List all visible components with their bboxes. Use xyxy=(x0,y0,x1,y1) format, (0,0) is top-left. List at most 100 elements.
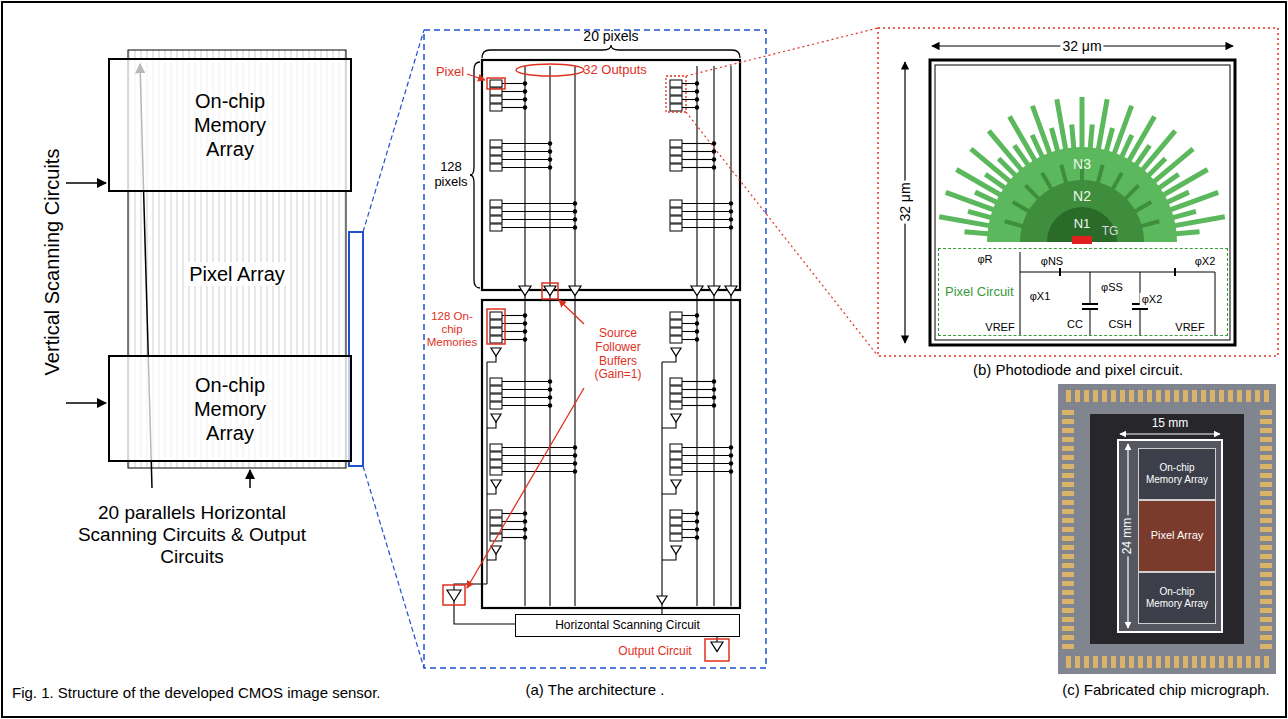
pixel-outline xyxy=(935,65,1230,340)
chip-memory-region: On-chip Memory Array xyxy=(1138,448,1216,500)
wire xyxy=(487,488,496,494)
bond-pad xyxy=(1062,419,1074,424)
junction-dot xyxy=(729,445,733,449)
cell xyxy=(490,386,502,393)
junction-dot xyxy=(729,461,733,465)
bond-pad xyxy=(1120,656,1125,668)
cell xyxy=(490,328,502,335)
bond-pad xyxy=(1062,500,1074,505)
cell xyxy=(490,320,502,327)
node-text: Pixel Array xyxy=(186,262,288,286)
bond-pad xyxy=(1228,390,1233,402)
wire xyxy=(1215,272,1216,336)
junction-dot xyxy=(712,403,716,407)
bond-pad xyxy=(1192,656,1197,668)
wire xyxy=(682,203,731,204)
wire xyxy=(1020,252,1021,336)
bond-pad xyxy=(1147,656,1152,668)
bond-pad xyxy=(1210,656,1215,668)
zoom-frame xyxy=(878,28,1278,356)
dimension-label: 24 mm xyxy=(1121,516,1135,557)
bond-pad xyxy=(1062,509,1074,514)
bond-pad xyxy=(1102,390,1107,402)
node-text: Pixel Circuit xyxy=(945,284,1014,300)
zoom-line xyxy=(363,30,424,232)
cell xyxy=(670,80,682,87)
wire xyxy=(1090,309,1091,336)
bond-pad xyxy=(1246,656,1251,668)
bond-pad xyxy=(1260,617,1272,622)
buffer-symbol xyxy=(671,480,681,488)
cell xyxy=(670,510,682,517)
cell xyxy=(670,312,682,319)
node-text: On-chip Memory Array xyxy=(170,373,290,445)
cell xyxy=(670,402,682,409)
bond-pad xyxy=(1062,617,1074,622)
pixel-outline xyxy=(930,60,1235,345)
signal-name: φSS xyxy=(1099,281,1125,294)
bond-pad xyxy=(1260,635,1272,640)
wire xyxy=(682,227,731,228)
bond-pad xyxy=(1062,545,1074,550)
junction-dot xyxy=(695,329,699,333)
zoom-line xyxy=(363,466,424,668)
buffer-symbol xyxy=(657,596,667,604)
cell xyxy=(670,328,682,335)
pixel-schematic xyxy=(1020,252,1215,336)
bond-pad xyxy=(1260,446,1272,451)
wire xyxy=(1090,272,1091,304)
junction-dot xyxy=(573,225,577,229)
junction-dot xyxy=(573,217,577,221)
cell xyxy=(490,518,502,525)
bus-line xyxy=(486,362,487,584)
wire xyxy=(502,447,575,448)
leader-arrow xyxy=(66,182,106,184)
wire xyxy=(682,455,731,456)
signal-name: VREF xyxy=(983,321,1016,334)
junction-dot xyxy=(548,165,552,169)
figure-caption: Fig. 1. Structure of the developed CMOS … xyxy=(12,684,381,701)
bond-pad xyxy=(1260,527,1272,532)
junction-dot xyxy=(523,313,527,317)
buffer-symbol xyxy=(447,590,461,601)
signal-name: φR xyxy=(975,253,994,266)
bus-line xyxy=(661,362,662,596)
bond-pad xyxy=(1260,473,1272,478)
junction-dot xyxy=(573,201,577,205)
cell xyxy=(670,164,682,171)
wire xyxy=(502,397,550,398)
bond-pad xyxy=(1260,545,1272,550)
junction-dot xyxy=(523,535,527,539)
bond-pad xyxy=(1237,656,1242,668)
junction-dot xyxy=(523,527,527,531)
junction-dot xyxy=(729,225,733,229)
wire xyxy=(682,381,714,382)
wire xyxy=(682,529,697,530)
wire xyxy=(502,159,550,160)
transfer-gate xyxy=(1072,236,1092,244)
subfigure-caption: (a) The architecture . xyxy=(526,681,665,698)
wire xyxy=(662,422,676,428)
junction-dot xyxy=(573,469,577,473)
cell xyxy=(670,394,682,401)
wire xyxy=(502,151,550,152)
cell xyxy=(490,80,502,87)
bond-pad xyxy=(1062,518,1074,523)
wire xyxy=(502,107,525,108)
bond-pad xyxy=(1174,390,1179,402)
wire xyxy=(682,151,714,152)
side-label: Vertical Scanning Circuits xyxy=(41,149,64,376)
wire xyxy=(502,463,575,464)
buffer-symbol xyxy=(491,480,501,488)
cell xyxy=(490,378,502,385)
buffer-symbol xyxy=(708,286,720,296)
wire xyxy=(502,99,525,100)
cell xyxy=(490,140,502,147)
wire xyxy=(502,513,525,514)
cell xyxy=(490,96,502,103)
wire xyxy=(682,471,731,472)
cell xyxy=(670,88,682,95)
bond-pad xyxy=(1062,527,1074,532)
